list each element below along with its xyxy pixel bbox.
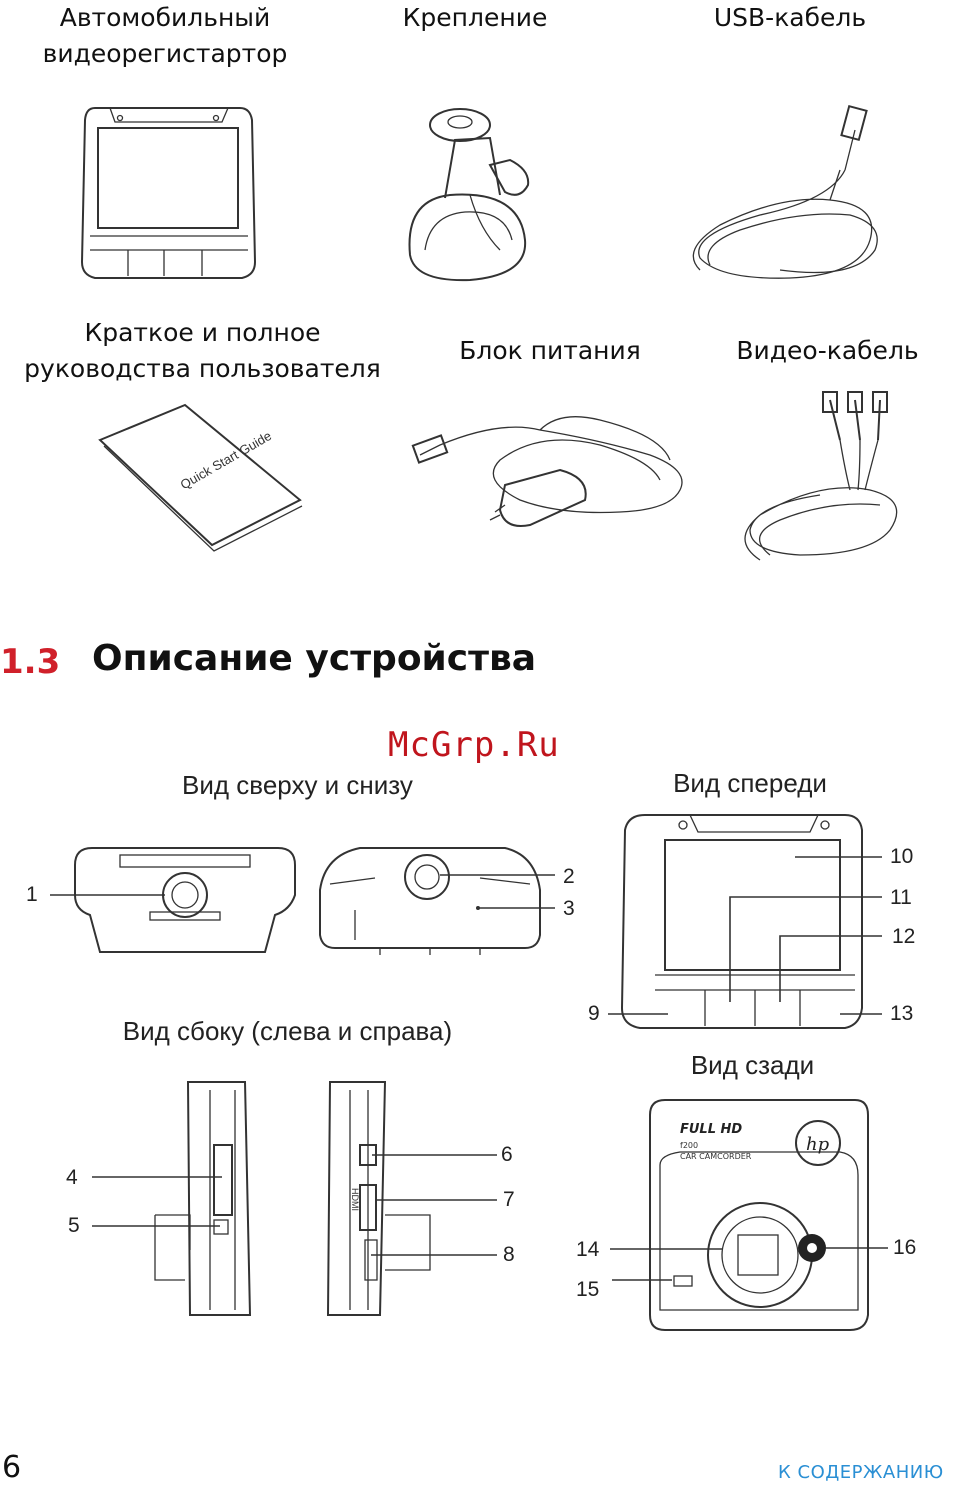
- page-number: 6: [2, 1450, 22, 1485]
- model-label: f200: [680, 1141, 698, 1150]
- caption-dash-camera: Автомобильный видеорегистартор: [42, 3, 288, 68]
- toc-link[interactable]: К СОДЕРЖАНИЮ: [778, 1462, 944, 1483]
- right-side-drawing: HDMI: [326, 1081, 431, 1316]
- watermark: McGrp.Ru: [388, 725, 560, 765]
- callout-lines: [50, 856, 888, 1281]
- device-drawings: HDMI hp FULL HD f200 CAR CAMCORDER: [50, 814, 888, 1331]
- callout-5: 5: [68, 1214, 80, 1237]
- callout-1: 1: [26, 883, 38, 906]
- camcorder-label: CAR CAMCORDER: [680, 1152, 752, 1161]
- av-cable-icon: [744, 391, 898, 561]
- hp-logo: hp: [806, 1134, 830, 1155]
- section-title: Описание устройства: [92, 638, 537, 679]
- callout-16: 16: [893, 1236, 917, 1259]
- callout-2: 2: [563, 865, 575, 888]
- car-charger-icon: [411, 416, 683, 527]
- top-view-drawing: [74, 847, 296, 953]
- usb-cable-icon: [692, 104, 878, 279]
- full-hd-label: FULL HD: [680, 1122, 742, 1137]
- callout-8: 8: [503, 1243, 515, 1266]
- callout-14: 14: [576, 1238, 600, 1261]
- callout-3: 3: [563, 897, 575, 920]
- callout-10: 10: [890, 845, 914, 868]
- view-top-bottom-heading: Вид сверху и снизу: [182, 770, 413, 800]
- callout-12: 12: [892, 925, 916, 948]
- caption-power-adapter: Блок питания: [459, 336, 641, 365]
- view-side-heading: Вид сбоку (слева и справа): [122, 1016, 453, 1046]
- rear-view-drawing: hp FULL HD f200 CAR CAMCORDER: [649, 1099, 869, 1331]
- bottom-view-drawing: [319, 847, 541, 955]
- suction-mount-icon: [408, 108, 530, 282]
- manual-booklet-icon: Quick Start Guide: [98, 403, 303, 552]
- callout-4: 4: [66, 1166, 78, 1189]
- callout-9: 9: [588, 1002, 600, 1025]
- caption-usb-cable: USB-кабель: [713, 3, 867, 32]
- package-illustrations: Quick Start Guide: [80, 104, 898, 561]
- caption-mount: Крепление: [402, 3, 548, 32]
- view-rear-heading: Вид сзади: [690, 1050, 815, 1080]
- left-side-drawing: [154, 1081, 252, 1316]
- front-view-drawing: [620, 814, 863, 1029]
- hdmi-label: HDMI: [350, 1188, 360, 1211]
- caption-manuals: Краткое и полное руководства пользовател…: [24, 318, 381, 383]
- section-number: 1.3: [0, 642, 61, 682]
- callout-11: 11: [890, 886, 912, 909]
- callout-13: 13: [890, 1002, 914, 1025]
- callout-6: 6: [501, 1143, 513, 1166]
- view-front-heading: Вид спереди: [673, 768, 827, 798]
- dash-camera-icon: [80, 107, 257, 279]
- callout-7: 7: [503, 1188, 515, 1211]
- callout-15: 15: [576, 1278, 600, 1301]
- caption-video-cable: Видео-кабель: [736, 336, 919, 365]
